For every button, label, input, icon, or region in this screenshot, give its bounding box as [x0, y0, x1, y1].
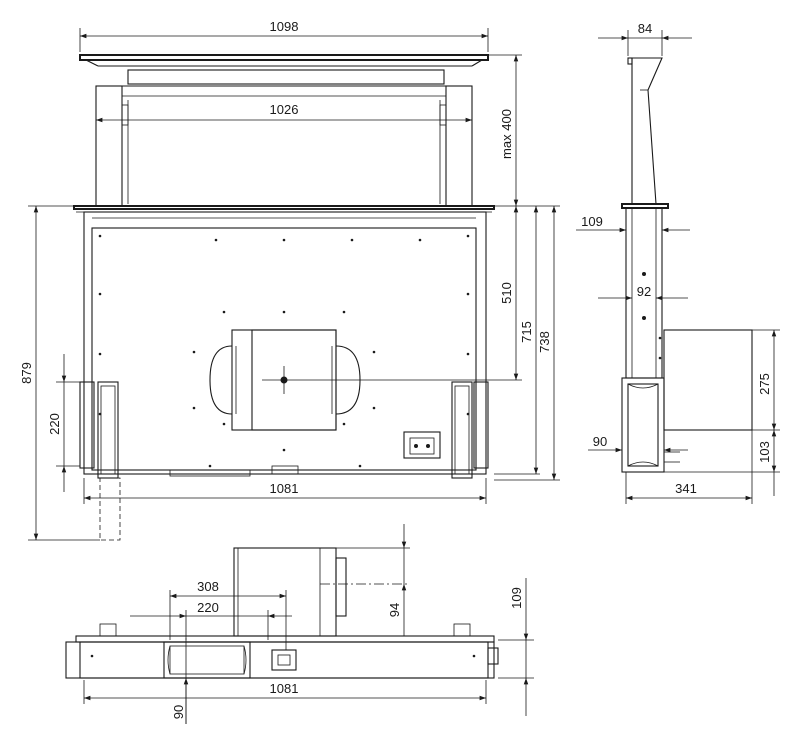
top-motor-box [233, 547, 408, 637]
dim-label: 84 [638, 21, 652, 36]
dim-motor-height: 275 [752, 329, 780, 431]
dim-220: 220 [130, 600, 292, 640]
worktop-line [73, 205, 495, 210]
dim-label: 109 [581, 214, 603, 229]
dim-109: 109 [498, 578, 534, 716]
dim-label: 90 [593, 434, 607, 449]
dim-label: 275 [757, 373, 772, 395]
side-stem [627, 57, 663, 205]
dim-label: 109 [509, 587, 524, 609]
top-strip [65, 623, 499, 679]
front-view: 1098 1026 max 400 510 715 [19, 19, 560, 541]
dim-total-depth: 341 [625, 430, 753, 504]
dim-label: 94 [387, 603, 402, 617]
dim-base-width: 1081 [83, 478, 487, 504]
dim-max-lift: max 400 [488, 54, 522, 207]
dim-label: 1081 [270, 481, 299, 496]
dim-top-outlet-90: 90 [171, 638, 189, 724]
dim-label: 92 [637, 284, 651, 299]
dim-label: 220 [47, 413, 62, 435]
side-outlet [621, 377, 680, 473]
dim-308: 308 [169, 579, 287, 650]
dim-outlet-depth: 90 [588, 434, 688, 453]
dim-label: 103 [757, 441, 772, 463]
dim-inner-depth: 92 [598, 284, 688, 301]
top-panel [79, 54, 489, 207]
side-motor-box [663, 329, 753, 431]
right-inlet [451, 381, 489, 479]
dim-label: 308 [197, 579, 219, 594]
dim-label: 1026 [270, 102, 299, 117]
dim-total-height: 879 [19, 205, 100, 541]
dim-top-base-width: 1081 [83, 680, 487, 704]
dim-label: 715 [519, 321, 534, 343]
dim-738: 738 [494, 205, 560, 481]
dim-label: 1081 [270, 681, 299, 696]
dim-label: 220 [197, 600, 219, 615]
dim-label: 879 [19, 362, 34, 384]
top-view: 308 220 94 109 [65, 524, 534, 724]
left-inlet [79, 381, 121, 541]
dim-label: 90 [171, 705, 186, 719]
dim-inlet-height: 220 [47, 354, 80, 492]
dim-label: 738 [537, 331, 552, 353]
main-body [83, 211, 487, 477]
dim-top-depth: 84 [598, 21, 692, 56]
dim-bottom-offset: 103 [664, 430, 780, 496]
top-control-box [271, 649, 297, 671]
dim-body-depth: 109 [576, 214, 690, 233]
rivets [98, 234, 470, 468]
dim-94: 94 [336, 524, 410, 636]
dim-510: 510 [480, 206, 522, 381]
dim-label: 341 [675, 481, 697, 496]
dim-715: 715 [494, 205, 540, 475]
top-outlet [163, 641, 251, 679]
dim-overall-width: 1098 [79, 19, 489, 52]
side-view: 84 109 92 275 103 [576, 21, 780, 504]
dim-inner-width: 1026 [96, 102, 472, 123]
dim-label: 510 [499, 282, 514, 304]
dim-label: 1098 [270, 19, 299, 34]
dim-label: max 400 [499, 109, 514, 159]
motor-unit [209, 329, 480, 431]
control-box [403, 431, 441, 459]
